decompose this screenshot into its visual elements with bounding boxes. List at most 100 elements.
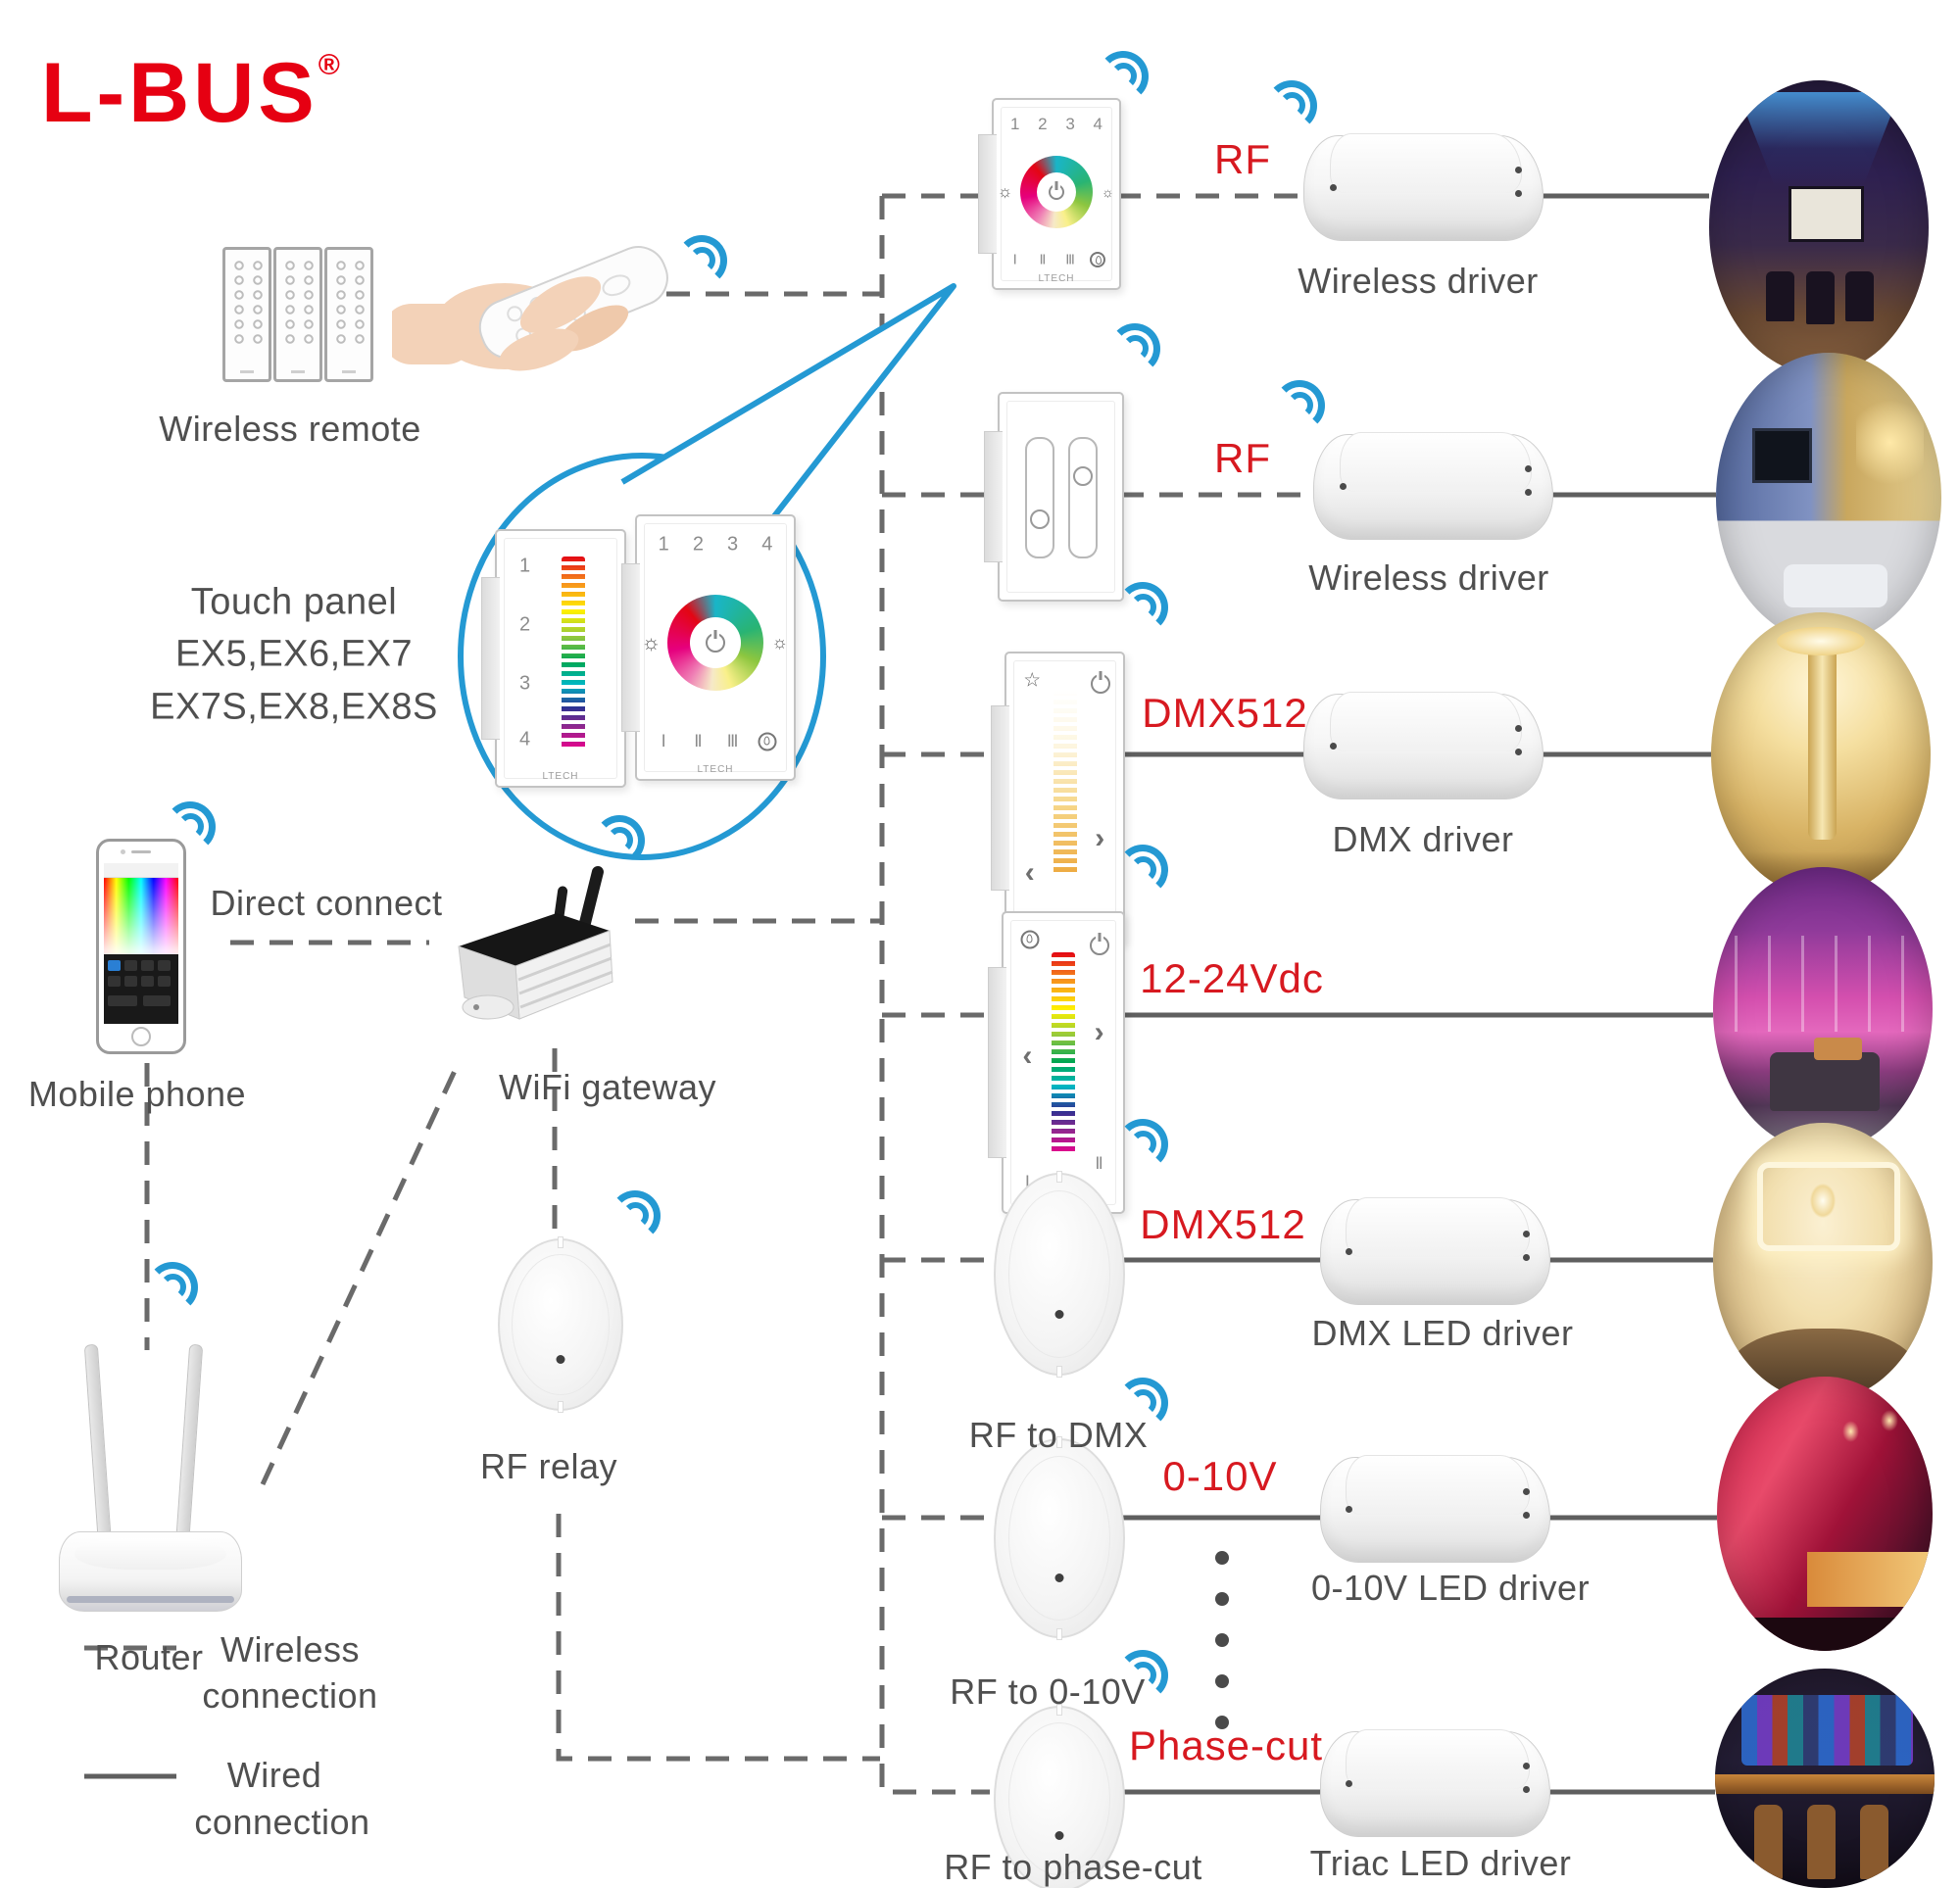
channel-digit: 1 xyxy=(519,555,531,577)
wireless-remote-2 xyxy=(273,247,322,382)
rf-to-phase-cut-converter xyxy=(994,1704,1125,1888)
color-picker-area xyxy=(104,878,178,954)
scene-photo-hotel-lobby xyxy=(1711,612,1931,896)
wifi-signal-icon xyxy=(1117,845,1168,896)
protocol-label-12-24vdc: 12-24Vdc xyxy=(1140,955,1324,1001)
channel-digit: 2 xyxy=(1038,114,1048,133)
more-devices-ellipsis xyxy=(1215,1551,1229,1729)
wifi-signal-icon xyxy=(610,1190,661,1241)
dmx-driver xyxy=(1303,692,1544,799)
touch-panel-rgb: 1 2 3 4 ☼ ☼ Ⅰ Ⅱ Ⅲ LTECH xyxy=(978,98,1121,290)
driver-label: Triac LED driver xyxy=(1309,1843,1572,1883)
channel-digit: 2 xyxy=(519,613,531,636)
scene-1-icon: Ⅰ xyxy=(1024,1172,1030,1191)
driver-label: Wireless driver xyxy=(1298,261,1539,301)
direct-connect-label: Direct connect xyxy=(210,883,443,923)
protocol-label-rf: RF xyxy=(1214,136,1271,182)
wireless-remote-1 xyxy=(222,247,271,382)
touch-panel-label-line3: EX7S,EX8,EX8S xyxy=(150,686,438,728)
color-temperature-slider xyxy=(1053,691,1077,877)
legend-wired-line1: Wired xyxy=(226,1755,322,1795)
scene-photo-home-theater xyxy=(1709,80,1929,374)
power-icon xyxy=(1090,673,1110,694)
touch-panel-dimmer xyxy=(984,392,1124,602)
wifi-signal-icon xyxy=(1117,582,1168,633)
channel-digit: 1 xyxy=(658,533,669,556)
wifi-signal-icon xyxy=(594,815,645,866)
color-slider xyxy=(1052,951,1075,1156)
driver-label: 0-10V LED driver xyxy=(1310,1568,1591,1608)
arrow-left-icon: ‹ xyxy=(1022,1040,1033,1073)
scene-photo-living-room xyxy=(1716,353,1941,643)
dimmer-slider-1 xyxy=(1025,437,1054,558)
channel-digit: 4 xyxy=(519,728,531,750)
wireless-driver-2 xyxy=(1313,432,1553,540)
channel-digit: 3 xyxy=(519,672,531,695)
phone-keypad xyxy=(104,954,178,1024)
remote-buttons-icon xyxy=(281,258,315,348)
wifi-signal-icon xyxy=(1109,323,1160,374)
rf-relay-label: RF relay xyxy=(479,1446,618,1486)
rf-to-0-10v-converter xyxy=(994,1436,1125,1640)
brightness-icon: ☼ xyxy=(997,182,1013,202)
channel-digit: 4 xyxy=(761,533,773,556)
triac-led-driver xyxy=(1320,1729,1550,1837)
router xyxy=(59,1531,242,1612)
scene-2-icon: Ⅱ xyxy=(694,732,703,751)
touch-panel-ct: ☆ ‹ › LTECH xyxy=(991,652,1125,944)
legend-wireless-line1: Wireless xyxy=(220,1629,361,1670)
wireless-connection-lines xyxy=(84,193,1313,1795)
brightness-icon: ☼ xyxy=(641,629,662,654)
converter-label: RF to 0-10V xyxy=(950,1671,1146,1712)
brightness-icon: ☼ xyxy=(771,632,788,653)
wifi-signal-icon xyxy=(676,235,727,286)
protocol-label-dmx512: DMX512 xyxy=(1142,690,1308,736)
scene-2-icon: Ⅱ xyxy=(1039,251,1047,267)
channel-digit: 1 xyxy=(1010,114,1020,133)
remote-buttons-icon xyxy=(230,258,264,348)
color-slider xyxy=(562,557,585,750)
wifi-signal-icon xyxy=(1274,380,1325,431)
converter-label: RF to phase-cut xyxy=(944,1847,1202,1887)
wifi-signal-icon xyxy=(1117,1119,1168,1170)
wired-connection-lines xyxy=(84,193,1717,1795)
power-icon xyxy=(706,632,725,653)
touch-panel-label-line1: Touch panel xyxy=(190,581,398,623)
arrow-right-icon: › xyxy=(1095,821,1105,854)
scene-photo-bar-counter xyxy=(1715,1669,1935,1888)
mood-icon xyxy=(1020,930,1040,949)
touch-panel-rgb-strip: ‹ › Ⅰ Ⅱ LTECH xyxy=(988,911,1125,1214)
wifi-signal-icon xyxy=(1098,51,1149,102)
hand-holding-remote xyxy=(392,246,668,371)
mobile-phone-label: Mobile phone xyxy=(27,1074,247,1114)
driver-label: DMX driver xyxy=(1332,819,1514,859)
wifi-gateway-label: WiFi gateway xyxy=(498,1067,717,1107)
0-10v-led-driver xyxy=(1320,1455,1550,1563)
wifi-signal-icon xyxy=(1266,80,1317,131)
scene-1-icon: Ⅰ xyxy=(1012,251,1017,267)
scene-star-icon: ☆ xyxy=(1023,669,1042,692)
mood-icon xyxy=(758,732,777,751)
mood-icon xyxy=(1090,252,1106,268)
brightness-icon: ☼ xyxy=(1102,184,1114,201)
channel-digit: 2 xyxy=(692,533,704,556)
power-icon xyxy=(1089,935,1109,955)
rf-relay xyxy=(498,1236,623,1413)
callout-touch-panel-slider: 1 2 3 4 LTECH xyxy=(481,529,626,788)
wireless-driver-1 xyxy=(1303,133,1544,241)
phone-screen xyxy=(104,863,178,1024)
rf-to-dmx-converter xyxy=(994,1171,1125,1378)
touch-panel-label-line2: EX5,EX6,EX7 xyxy=(174,633,414,675)
power-icon xyxy=(1049,184,1064,201)
protocol-label-dmx512: DMX512 xyxy=(1140,1201,1306,1247)
color-wheel xyxy=(1020,156,1093,229)
panel-brand: LTECH xyxy=(1038,273,1075,284)
wifi-signal-icon xyxy=(147,1262,198,1313)
channel-digit: 4 xyxy=(1093,114,1102,133)
wifi-signal-icon xyxy=(165,801,216,852)
wifi-signal-icon xyxy=(1117,1378,1168,1428)
callout-touch-panel-wheel: 1 2 3 4 ☼ ☼ Ⅰ Ⅱ Ⅲ LTECH xyxy=(621,514,796,781)
arrow-left-icon: ‹ xyxy=(1024,856,1035,890)
remote-buttons-icon xyxy=(332,258,366,348)
router-label: Router xyxy=(94,1637,204,1677)
